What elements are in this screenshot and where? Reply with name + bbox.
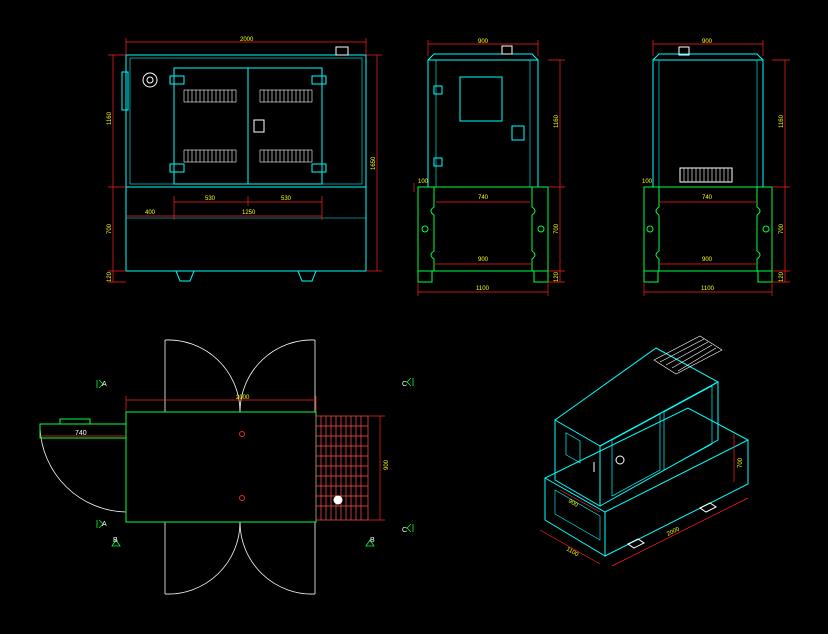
foot xyxy=(175,270,195,282)
dim-top-width: 900 xyxy=(702,39,713,45)
iso-base xyxy=(543,407,750,557)
side-base xyxy=(417,186,549,272)
dim-base-height: 700 xyxy=(779,223,785,234)
dim-foot-height: 120 xyxy=(779,271,785,282)
dim-base-height: 700 xyxy=(107,223,113,234)
exhaust-cap xyxy=(335,46,349,56)
front-louvres xyxy=(183,89,313,163)
dim-iso-length: 2000 xyxy=(666,526,681,538)
dim-base-offset: 100 xyxy=(418,179,429,185)
hinge xyxy=(169,75,185,85)
front-dimensions xyxy=(108,38,382,283)
section-b-left: B xyxy=(113,537,118,544)
exhaust-icon xyxy=(333,495,343,505)
side-view-right: 900 1160 740 900 1100 700 120 100 xyxy=(642,39,790,296)
radiator-grid xyxy=(315,415,369,521)
iso-top-louvre xyxy=(653,335,723,375)
dim-door-span: 1250 xyxy=(242,210,256,216)
foot xyxy=(297,270,317,282)
rear-louvre xyxy=(679,167,733,183)
dim-inner-width: 740 xyxy=(478,195,489,201)
dim-offset-left: 400 xyxy=(145,210,156,216)
gauge-inner xyxy=(146,76,154,84)
dim-upper-height: 1160 xyxy=(779,114,785,128)
iso-enclosure xyxy=(554,347,720,507)
dim-inner-width: 740 xyxy=(702,195,713,201)
dim-foot-height: 120 xyxy=(107,271,113,282)
front-door-right xyxy=(247,67,323,185)
dim-upper-height: 1160 xyxy=(107,111,113,125)
dim-base-inner: 900 xyxy=(478,257,489,263)
section-a-top: A xyxy=(102,381,107,388)
dim-door-right: 530 xyxy=(281,196,292,202)
side-strip xyxy=(121,71,129,111)
dim-door-left: 530 xyxy=(205,196,216,202)
dim-plan-width: 900 xyxy=(384,459,390,470)
dim-upper-height: 1160 xyxy=(554,114,560,128)
side-base xyxy=(643,186,773,272)
dim-iso-width: 1100 xyxy=(565,547,580,559)
side-view-left: 900 1160 740 900 1100 700 120 100 xyxy=(413,39,565,296)
dim-total-height: 1650 xyxy=(371,156,377,170)
section-c-bottom: C xyxy=(402,527,407,534)
dim-top-width: 900 xyxy=(478,39,489,45)
hinge xyxy=(311,75,327,85)
dim-base-width: 1100 xyxy=(701,286,715,292)
exhaust-cap xyxy=(678,46,690,56)
hinge xyxy=(169,163,185,173)
dim-base-offset: 100 xyxy=(642,179,653,185)
door-handle xyxy=(253,119,265,133)
front-view: 2000 1160 1650 700 120 530 530 400 1250 xyxy=(107,37,382,283)
dim-overall-width: 2000 xyxy=(240,37,254,43)
dim-iso-base-height: 700 xyxy=(738,457,744,468)
exhaust-cap xyxy=(501,45,513,55)
gauge-icon xyxy=(142,72,158,88)
hinge xyxy=(311,163,327,173)
door-handle xyxy=(511,125,525,141)
section-b-right: B xyxy=(370,537,375,544)
section-c-top: C xyxy=(402,381,407,388)
iso-view: 1100 2000 700 900 xyxy=(539,335,750,567)
dim-foot-height: 120 xyxy=(554,271,560,282)
dim-door-width: 740 xyxy=(75,430,87,437)
dim-base-height: 700 xyxy=(554,223,560,234)
iso-feet xyxy=(627,502,717,549)
dim-base-width: 1100 xyxy=(476,286,490,292)
section-a-bottom: A xyxy=(102,521,107,528)
control-panel-window xyxy=(459,76,503,122)
front-base xyxy=(125,186,367,272)
plan-view: 2000 740 900 A A C C B B xyxy=(39,339,414,595)
dim-iso-inner-width: 900 xyxy=(567,499,579,510)
door-swings xyxy=(39,339,316,595)
dim-base-inner: 900 xyxy=(702,257,713,263)
dim-plan-length: 2000 xyxy=(236,395,250,401)
